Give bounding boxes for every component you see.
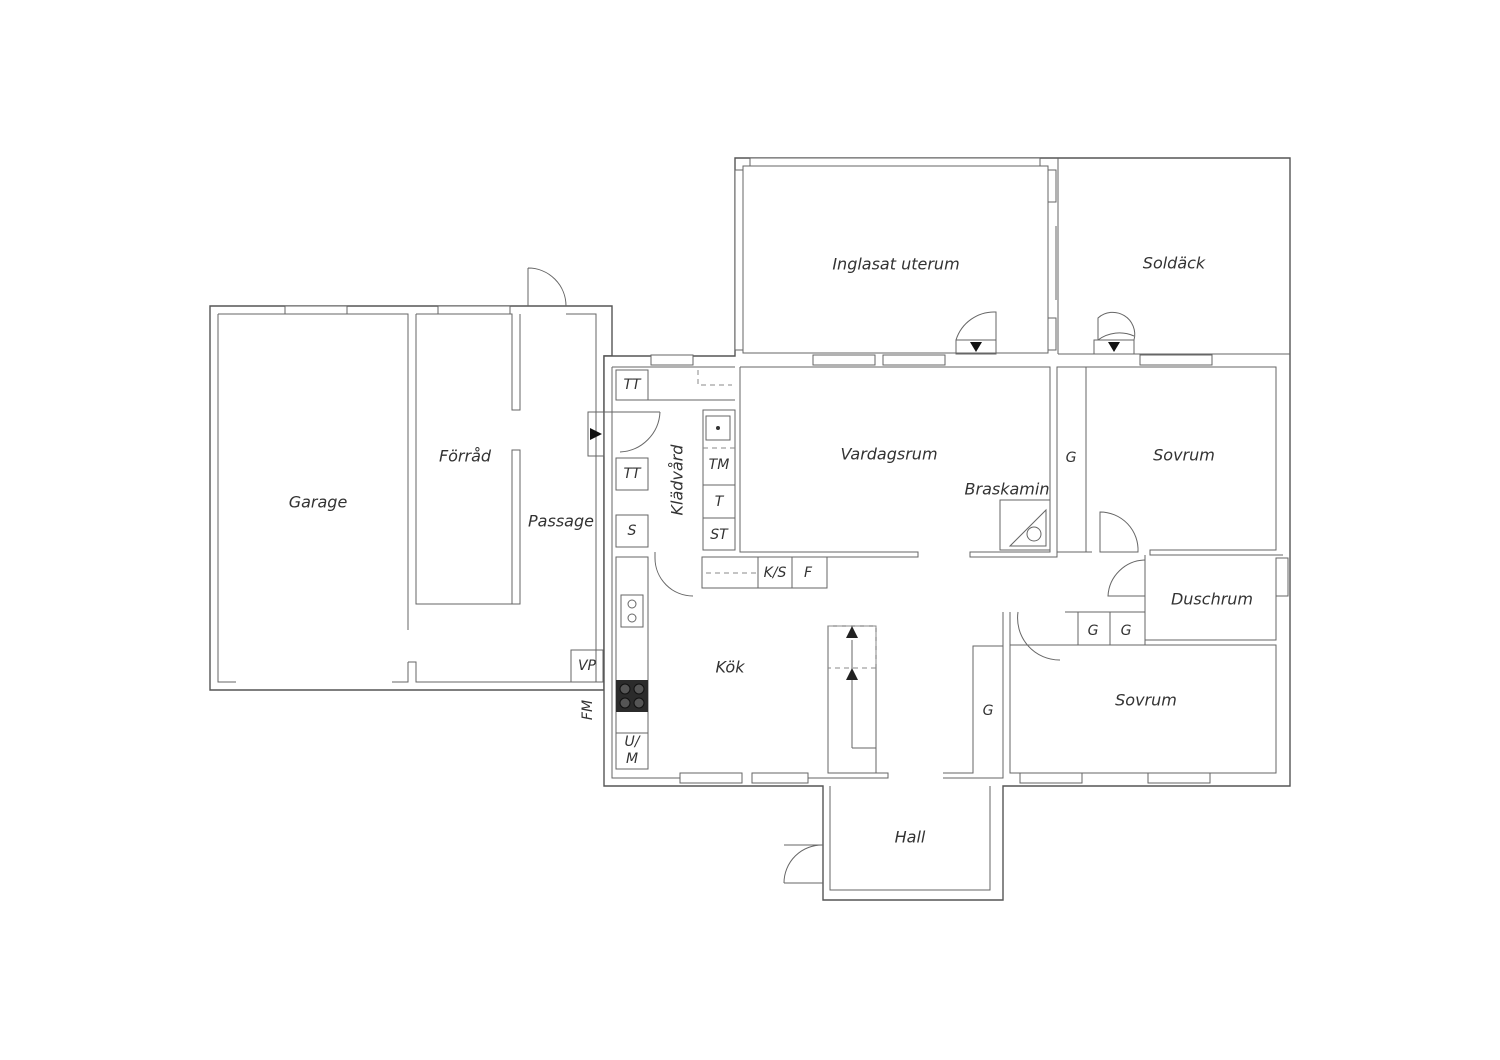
tt-1-box (615, 369, 649, 401)
tm-label: TM (709, 457, 730, 473)
room-label-sovrum-2: Sovrum (1115, 691, 1177, 710)
garage-inner-wall-left (217, 314, 236, 683)
kitchen-sink-bowl-1-icon (627, 599, 637, 609)
room-label-vardagsrum: Vardagsrum (840, 445, 937, 464)
uterum-right-glazing-1 (1047, 169, 1057, 203)
kok-window-2 (751, 772, 809, 784)
room-label-forrad: Förråd (439, 447, 492, 466)
vardagsrum-window-2 (882, 354, 946, 366)
forrad-inner-wall (415, 314, 520, 605)
uterum-door-frame (955, 339, 997, 355)
kladvard-door (654, 552, 694, 597)
room-label-kladvard: Klädvård (668, 444, 687, 516)
vp-label: VP (578, 658, 597, 674)
room-label-passage: Passage (528, 512, 594, 531)
g-label-3: G (1121, 623, 1132, 639)
laundry-sink-icon (705, 415, 731, 441)
duschrum-window (1275, 557, 1289, 597)
vardagsrum-bottom-wall (701, 367, 919, 589)
braskamin-box (999, 499, 1051, 551)
kitchen-sink-icon (620, 594, 644, 628)
f-label: F (804, 565, 813, 581)
braskamin-flue-icon (1026, 526, 1042, 542)
hall-inner-walls (829, 786, 991, 891)
hall-right-wall (943, 612, 1004, 779)
passage-inner-wall (408, 313, 597, 683)
main-house: TT TT S TM T ST K/S F U/ M (587, 157, 1291, 901)
vardagsrum-window-1 (812, 354, 876, 366)
room-label-kok: Kök (716, 658, 746, 677)
room-label-inglasat-uterum: Inglasat uterum (832, 255, 959, 274)
kitchen-sink-bowl-2-icon (627, 613, 637, 623)
um-label-2: M (626, 751, 638, 767)
garage-wing: VP (209, 267, 613, 691)
garderob-column (1056, 366, 1087, 553)
tt-2-label: TT (623, 466, 642, 482)
s-box (615, 514, 649, 548)
kladvard-window (650, 354, 694, 366)
tt-2-box (615, 457, 649, 491)
sovrum-2-window-2 (1147, 772, 1211, 784)
garage-wing-outer-wall (209, 305, 613, 691)
braskamin-stove-icon (1008, 508, 1047, 547)
room-label-duschrum: Duschrum (1171, 590, 1253, 609)
uterum-door-arrow (970, 342, 982, 352)
uterum-left-glazing (734, 169, 744, 351)
garage-window (284, 305, 348, 315)
stove-icon (616, 680, 648, 712)
stair-arrow-lower (846, 668, 858, 680)
stair-arrow-upper (846, 626, 858, 638)
soldack-door-arrow (1108, 342, 1120, 352)
laundry-sink-drain-icon (716, 426, 720, 430)
room-label-garage: Garage (289, 493, 348, 512)
garderob-wall (943, 645, 1003, 774)
stove-burner-4-icon (633, 697, 645, 709)
duschrum-walls (1144, 555, 1277, 641)
room-label-soldack: Soldäck (1143, 254, 1206, 273)
room-labels: Garage Förråd Passage Klädvård Kök Varda… (289, 254, 1253, 847)
passage-exterior-door (527, 267, 567, 307)
room-label-hall: Hall (895, 828, 926, 847)
sovrum-1-walls (1086, 366, 1283, 556)
hall-entrance-door (783, 844, 824, 884)
ks-label: K/S (764, 565, 787, 581)
soldack-door-swing (1097, 311, 1136, 341)
tt-1-label: TT (623, 377, 642, 393)
duschrum-door (1107, 559, 1146, 597)
soldack-door-frame (1093, 339, 1135, 355)
passage-divider-wall (511, 449, 521, 605)
g-label-4: G (983, 703, 994, 719)
stove-burner-2-icon (633, 683, 645, 695)
t-label: T (715, 494, 725, 510)
stove-burner-3-icon (619, 697, 631, 709)
room-label-sovrum-1: Sovrum (1153, 446, 1215, 465)
sovrum-2-walls (1009, 612, 1277, 774)
um-label-1: U/ (625, 734, 641, 750)
forrad-window (437, 305, 511, 315)
uterum-right-glazing-2 (1047, 317, 1057, 351)
garage-opening-jamb (392, 662, 409, 683)
passage-door-arrow (590, 428, 602, 440)
kitchen-counter (615, 556, 649, 770)
st-label: ST (710, 527, 729, 543)
kok-left-wall (611, 367, 680, 779)
s-label: S (628, 523, 637, 539)
sovrum-2-window-1 (1019, 772, 1083, 784)
g-label-1: G (1066, 450, 1077, 466)
stove-burner-1-icon (619, 683, 631, 695)
fm-label: FM (580, 700, 596, 720)
kok-window-1 (679, 772, 743, 784)
vp-box (570, 649, 604, 683)
g-label-2: G (1088, 623, 1099, 639)
sovrum-2-door (1017, 611, 1061, 661)
garage-inner-wall-top (218, 313, 409, 630)
braskamin-label: Braskamin (965, 480, 1050, 499)
sovrum-1-window (1139, 354, 1213, 366)
laundry-column (702, 409, 736, 551)
uterum-top-glazing (749, 157, 1041, 167)
sovrum-1-door (1099, 511, 1139, 553)
passage-door-frame (587, 411, 605, 457)
kladvard-dash-2 (697, 370, 732, 386)
